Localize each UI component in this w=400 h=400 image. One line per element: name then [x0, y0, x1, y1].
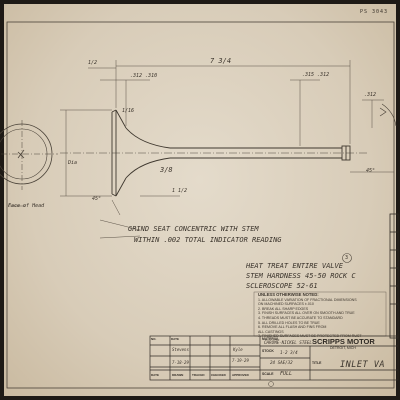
dimension-lines — [8, 60, 394, 239]
note-marker-circle — [342, 253, 352, 263]
general-notes-block: UNLESS OTHERWISE NOTED: 1. ALLOWABLE VAR… — [258, 293, 384, 339]
material-label: MATERIAL — [262, 337, 280, 341]
dim-face-angle: 45° — [366, 168, 376, 174]
dim-stem-dia-a: .312 .310 — [130, 73, 158, 79]
valve-side-view — [60, 109, 368, 197]
approved-label: APPROVED — [232, 373, 249, 377]
valve-head-end-view — [0, 120, 58, 190]
general-note-line: 1. ALLOWABLE VARIATION OF FRACTIONAL DIM… — [258, 297, 357, 302]
sheet-corner-circle — [268, 381, 274, 387]
dim-thickness: 1/16 — [122, 108, 135, 114]
general-note-line: ALL CASTINGS — [258, 329, 284, 334]
dim-stem-end: .312 — [364, 92, 377, 98]
scale-label: SCALE — [262, 372, 274, 376]
dim-neck-radius: 3/8 — [160, 166, 173, 174]
general-note-line: 6. REMOVE ALL FLASH AND FINS FROM — [258, 325, 327, 330]
note-heat-treat: HEAT TREAT ENTIRE VALVE — [246, 262, 343, 270]
scale-value: FULL — [280, 371, 293, 377]
drawn-by-signature: Stevens — [172, 347, 189, 352]
company-city: DETROIT, MICH — [330, 346, 356, 350]
dim-stem-dia-b: .315 .312 — [302, 72, 330, 78]
general-note-line: 4. THREADS MUST BE ACCURATE TO STANDARD — [258, 315, 343, 320]
dim-dia-label: Dia — [68, 160, 78, 166]
material-value: CHROME-NICKEL STEEL — [264, 340, 312, 345]
company-name: SCRIPPS MOTOR — [312, 337, 375, 346]
general-note-line: 7. FINISHED SURFACES MUST BE PROTECTED F… — [258, 334, 362, 339]
date-label: DATE — [151, 373, 159, 377]
note-grind-seat: GRIND SEAT CONCENTRIC WITH STEM — [128, 225, 259, 233]
general-note-line: 3. FINISH SURFACES ALL OVER ON SMOOTH AN… — [258, 311, 355, 316]
title-label: TITLE — [312, 361, 322, 365]
corner-drawing-code: PS 3043 — [360, 9, 389, 15]
rev-no-label: NO. — [151, 337, 157, 341]
note-within-tolerance: WITHIN .002 TOTAL INDICATOR READING — [134, 236, 282, 244]
dim-head-offset: 1/2 — [88, 60, 98, 66]
dim-head-dia: 1 1/2 — [172, 188, 188, 194]
stock-label: STOCK — [262, 349, 274, 353]
checked-label: CHECKED — [211, 373, 226, 377]
general-notes-header: UNLESS OTHERWISE NOTED: — [258, 293, 319, 297]
title-block-grid — [149, 335, 399, 381]
check-date: 7-19-29 — [232, 358, 249, 363]
general-note-line: 2. BREAK ALL SHARP EDGES — [258, 306, 309, 311]
dim-overall-length: 7 3/4 — [210, 57, 232, 65]
sheet-inner-border — [6, 21, 395, 389]
traced-label: TRACED — [192, 373, 205, 377]
rev-date-label: DATE — [171, 337, 179, 341]
general-note-line: 5. ALL DRILLED HOLES TO BE TRUE — [258, 320, 320, 325]
dim-side-note: Face of Head — [8, 203, 45, 209]
general-note-line: ON MACHINED SURFACES ±.010 — [258, 302, 314, 307]
dim-seat-angle: 45° — [92, 196, 102, 202]
stem-end-detail — [379, 103, 397, 127]
stock-value-1: 1-2 3/4 — [280, 350, 298, 355]
drawn-date: 7-18-29 — [172, 360, 189, 365]
checker-signature: Kyle — [233, 347, 243, 352]
revision-table — [389, 213, 399, 339]
drawn-label: DRAWN — [172, 373, 184, 377]
stock-value-2: 24 SAE/32 — [270, 360, 293, 365]
note-stem-hardness: STEM HARDNESS 45-50 ROCK C — [246, 272, 356, 280]
note-number: 3 — [345, 255, 349, 261]
note-scleroscope: SCLEROSCOPE 52-61 — [246, 282, 318, 290]
drawing-title: INLET VA — [340, 360, 385, 370]
